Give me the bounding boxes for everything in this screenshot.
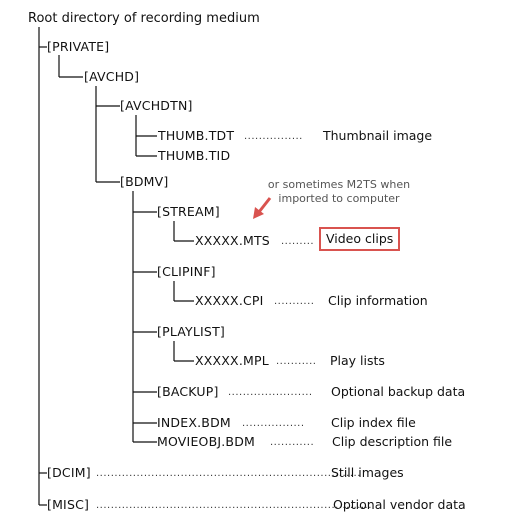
mpl-leader: ...........	[276, 356, 317, 367]
stream-folder: [STREAM]	[157, 204, 220, 219]
playlist-folder: [PLAYLIST]	[157, 324, 225, 339]
dcim-leader: ........................................…	[96, 468, 361, 479]
misc-description: Optional vendor data	[333, 497, 466, 512]
misc-leader: ........................................…	[96, 500, 372, 511]
avchd-folder: [AVCHD]	[84, 69, 140, 84]
cpi-description: Clip information	[328, 293, 428, 308]
video-clips-highlight: Video clips	[319, 227, 401, 251]
mts-leader: .........	[281, 236, 315, 247]
cpi-file: XXXXX.CPI	[195, 293, 264, 308]
thumb-tid-file: THUMB.TID	[158, 148, 231, 163]
m2ts-note: or sometimes M2TS when imported to compu…	[267, 178, 411, 205]
dcim-description: Still images	[331, 465, 404, 480]
bdmv-folder: [BDMV]	[120, 174, 169, 189]
root-directory-label: Root directory of recording medium	[28, 11, 260, 26]
mts-file: XXXXX.MTS	[195, 233, 270, 248]
mpl-file: XXXXX.MPL	[195, 353, 269, 368]
arrow-down-left-icon	[253, 197, 272, 219]
cpi-leader: ...........	[274, 296, 315, 307]
private-folder: [PRIVATE]	[47, 39, 110, 54]
avchdtn-folder: [AVCHDTN]	[120, 98, 193, 113]
movieobj-bdm-leader: ............	[270, 437, 315, 448]
dcim-folder: [DCIM]	[47, 465, 91, 480]
misc-folder: [MISC]	[47, 497, 90, 512]
backup-leader: .......................	[228, 387, 313, 398]
backup-description: Optional backup data	[331, 384, 466, 399]
movieobj-bdm-description: Clip description file	[332, 434, 453, 449]
index-bdm-leader: .................	[242, 418, 305, 429]
thumb-tdt-leader: ................	[244, 131, 303, 142]
index-bdm-description: Clip index file	[331, 415, 416, 430]
thumb-tdt-description: Thumbnail image	[323, 128, 433, 143]
index-bdm-file: INDEX.BDM	[157, 415, 231, 430]
backup-folder: [BACKUP]	[157, 384, 219, 399]
thumb-tdt-file: THUMB.TDT	[158, 128, 235, 143]
mpl-description: Play lists	[330, 353, 385, 368]
movieobj-bdm-file: MOVIEOBJ.BDM	[157, 434, 255, 449]
clipinf-folder: [CLIPINF]	[157, 264, 216, 279]
